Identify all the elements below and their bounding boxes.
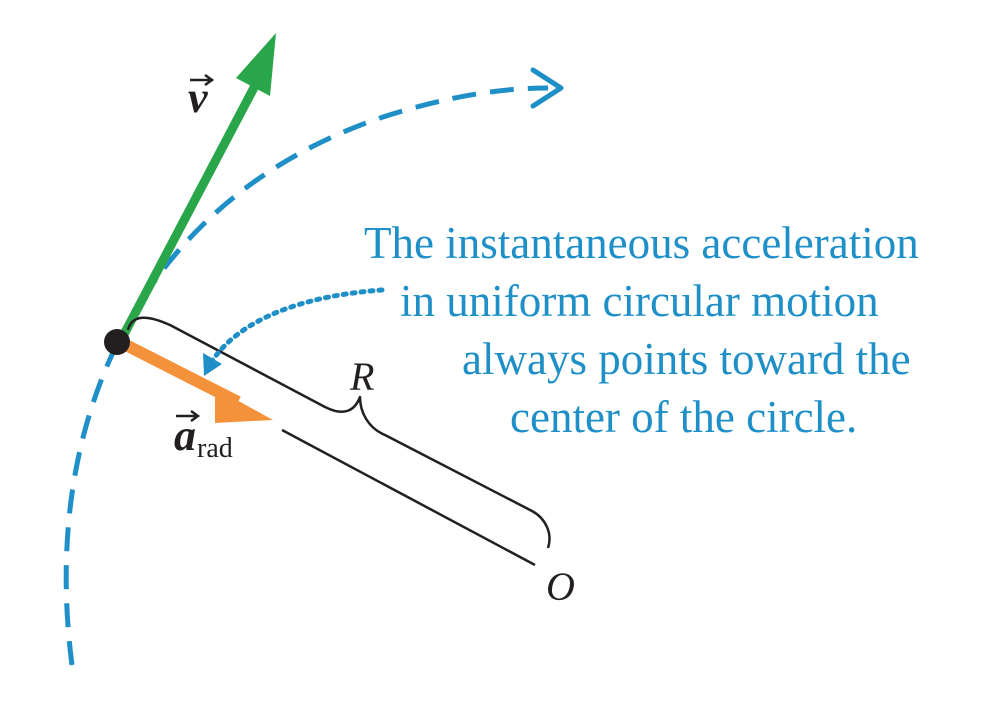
velocity-label: v [188,73,208,122]
caption-line-3: always points toward the [462,334,911,384]
velocity-vector [115,75,263,347]
acceleration-arrowhead [215,388,273,423]
caption-pointer-arrow [209,287,385,364]
radius-brace [126,316,551,549]
caption-line-4: center of the circle. [510,392,857,442]
velocity-arrowhead [236,33,276,96]
caption-pointer-arrowhead [203,353,222,376]
caption-line-1: The instantaneous acceleration [364,218,919,268]
caption-line-2: in uniform circular motion [400,276,879,326]
particle-dot [104,329,130,355]
acceleration-subscript: rad [197,433,233,464]
radius-line [281,428,536,567]
path-direction-arrowhead [530,67,564,109]
center-label: O [546,564,575,609]
acceleration-label: a [174,411,196,460]
velocity-label-arrow-icon [190,73,215,87]
radius-label: R [349,354,374,399]
circular-path [63,85,549,666]
acceleration-label-arrow-icon [176,409,201,423]
